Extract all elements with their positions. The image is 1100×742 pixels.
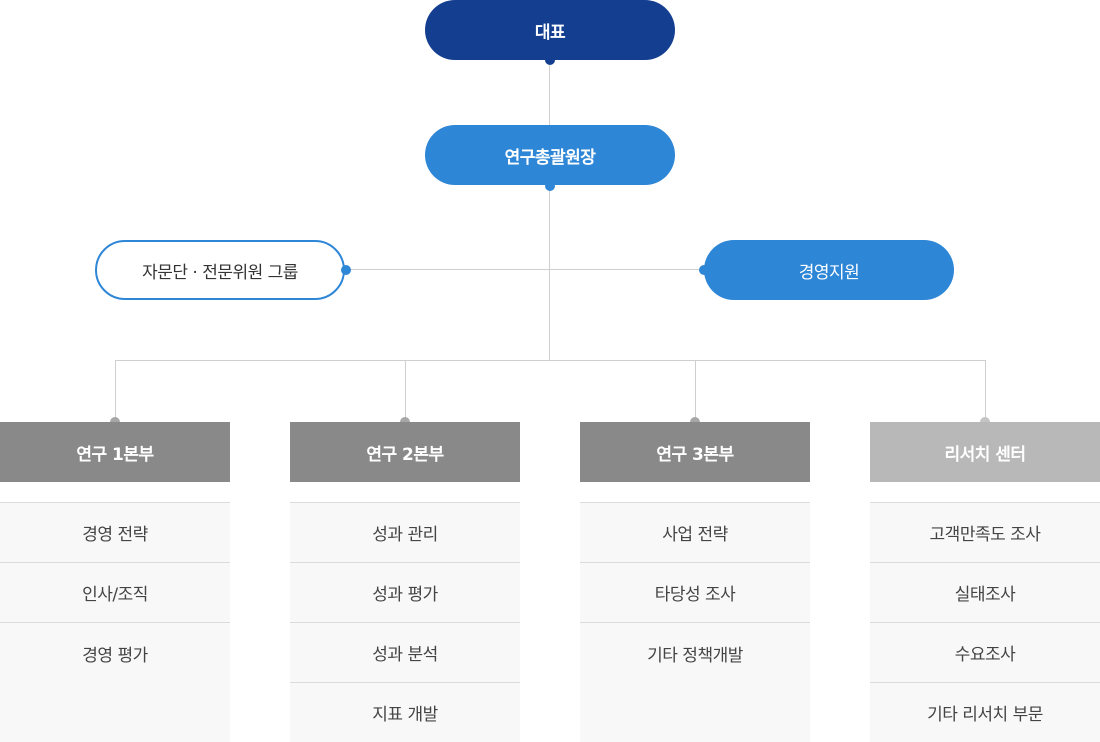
advisory-group-node: 자문단 · 전문위원 그룹 bbox=[95, 240, 345, 300]
department-item-list: 고객만족도 조사 실태조사 수요조사 기타 리서치 부문 bbox=[870, 502, 1100, 742]
department-research-3: 연구 3본부 사업 전략 타당성 조사 기타 정책개발 bbox=[580, 422, 810, 742]
connector-dot-director bbox=[545, 181, 555, 191]
list-item: 고객만족도 조사 bbox=[870, 503, 1100, 563]
director-label: 연구총괄원장 bbox=[504, 147, 596, 168]
list-item: 성과 관리 bbox=[290, 503, 520, 563]
department-item-list: 성과 관리 성과 평가 성과 분석 지표 개발 bbox=[290, 502, 520, 742]
department-item-list: 경영 전략 인사/조직 경영 평가 bbox=[0, 502, 230, 742]
connector-dept-1 bbox=[115, 360, 116, 422]
connector-dot-management bbox=[699, 265, 709, 275]
list-item: 수요조사 bbox=[870, 623, 1100, 683]
connector-director-trunk bbox=[549, 185, 550, 361]
connector-dot-advisory bbox=[341, 265, 351, 275]
connector-dot-ceo bbox=[545, 55, 555, 65]
department-title: 리서치 센터 bbox=[870, 422, 1100, 482]
list-item: 사업 전략 bbox=[580, 503, 810, 563]
list-item: 타당성 조사 bbox=[580, 563, 810, 623]
list-item: 경영 평가 bbox=[0, 623, 230, 742]
ceo-label: 대표 bbox=[534, 22, 566, 43]
connector-horizontal-side bbox=[345, 269, 704, 270]
management-support-node: 경영지원 bbox=[704, 240, 954, 300]
department-title: 연구 3본부 bbox=[580, 422, 810, 482]
connector-dept-4 bbox=[985, 360, 986, 422]
department-item-list: 사업 전략 타당성 조사 기타 정책개발 bbox=[580, 502, 810, 742]
list-item: 지표 개발 bbox=[290, 683, 520, 742]
connector-dept-2 bbox=[405, 360, 406, 422]
list-item: 기타 리서치 부문 bbox=[870, 683, 1100, 742]
connector-ceo-director bbox=[549, 60, 550, 125]
list-item: 경영 전략 bbox=[0, 503, 230, 563]
list-item: 인사/조직 bbox=[0, 563, 230, 623]
department-research-1: 연구 1본부 경영 전략 인사/조직 경영 평가 bbox=[0, 422, 230, 742]
department-title: 연구 1본부 bbox=[0, 422, 230, 482]
connector-horizontal-departments bbox=[115, 360, 986, 361]
ceo-node: 대표 bbox=[425, 0, 675, 60]
connector-dept-3 bbox=[695, 360, 696, 422]
list-item: 실태조사 bbox=[870, 563, 1100, 623]
list-item: 기타 정책개발 bbox=[580, 623, 810, 742]
department-research-2: 연구 2본부 성과 관리 성과 평가 성과 분석 지표 개발 bbox=[290, 422, 520, 742]
advisory-group-label: 자문단 · 전문위원 그룹 bbox=[142, 262, 298, 283]
management-support-label: 경영지원 bbox=[798, 262, 860, 283]
director-node: 연구총괄원장 bbox=[425, 125, 675, 185]
department-research-center: 리서치 센터 고객만족도 조사 실태조사 수요조사 기타 리서치 부문 bbox=[870, 422, 1100, 742]
list-item: 성과 평가 bbox=[290, 563, 520, 623]
list-item: 성과 분석 bbox=[290, 623, 520, 683]
department-title: 연구 2본부 bbox=[290, 422, 520, 482]
